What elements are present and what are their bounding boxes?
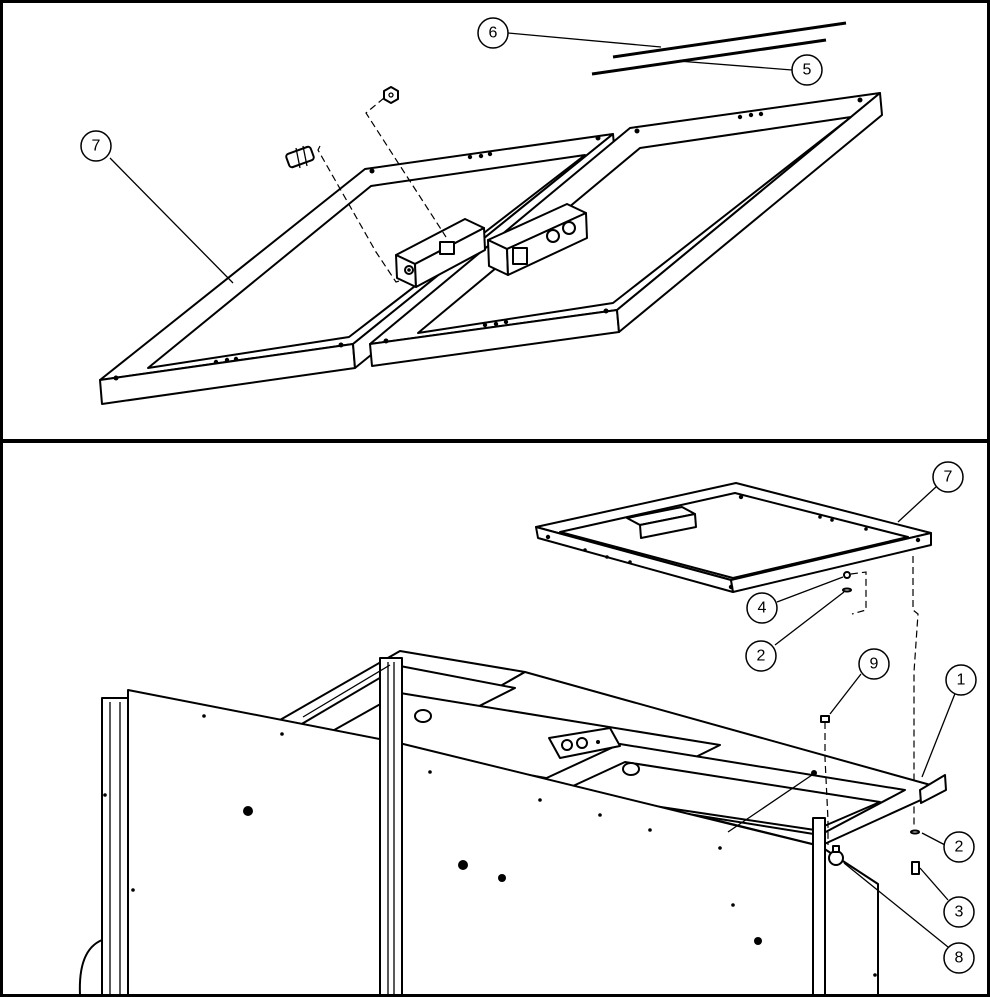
svg-text:1: 1 bbox=[957, 672, 966, 689]
callout-9: 9 bbox=[858, 648, 890, 680]
callout-4: 4 bbox=[746, 592, 778, 624]
callout-1: 1 bbox=[945, 664, 977, 696]
junction-box-left bbox=[395, 218, 486, 288]
cable-gland bbox=[285, 145, 315, 169]
callout-8: 8 bbox=[943, 942, 975, 974]
svg-text:2: 2 bbox=[955, 839, 964, 856]
callout-7: 7 bbox=[80, 130, 112, 162]
svg-text:7: 7 bbox=[92, 138, 101, 155]
callout-2-lower: 2 bbox=[943, 831, 975, 863]
right-frame bbox=[369, 92, 883, 367]
callout-5: 5 bbox=[791, 54, 823, 86]
callout-3: 3 bbox=[943, 896, 975, 928]
strip-5 bbox=[591, 38, 827, 76]
svg-text:8: 8 bbox=[955, 950, 964, 967]
strip-6 bbox=[612, 21, 847, 59]
svg-text:6: 6 bbox=[489, 25, 498, 42]
top-panel: 6 5 7 bbox=[80, 17, 883, 405]
callout-2-upper: 2 bbox=[745, 640, 777, 672]
svg-text:7: 7 bbox=[944, 469, 953, 486]
svg-text:2: 2 bbox=[757, 648, 766, 665]
callout-6: 6 bbox=[477, 17, 509, 49]
cabinet-top bbox=[272, 650, 947, 847]
callout-7-bottom: 7 bbox=[932, 461, 964, 493]
cabinet-body bbox=[78, 657, 879, 996]
bottom-panel: 7 4 2 9 1 2 3 8 bbox=[78, 461, 977, 996]
junction-box-right bbox=[487, 203, 588, 276]
svg-text:5: 5 bbox=[803, 62, 812, 79]
svg-text:3: 3 bbox=[955, 904, 964, 921]
exploded-frame bbox=[535, 482, 932, 593]
svg-text:4: 4 bbox=[758, 600, 767, 617]
hex-nut bbox=[383, 86, 399, 104]
svg-text:9: 9 bbox=[870, 656, 879, 673]
